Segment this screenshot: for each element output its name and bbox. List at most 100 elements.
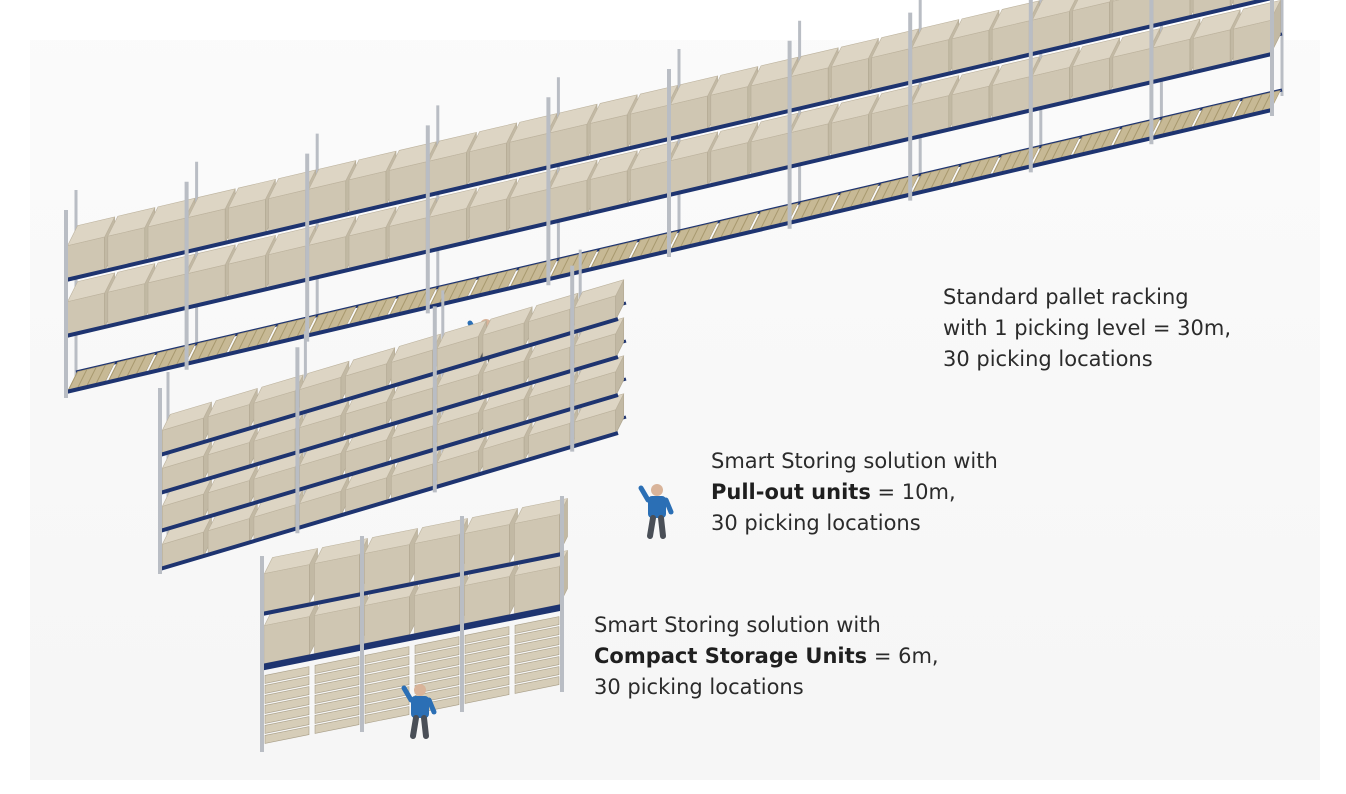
carton-top	[509, 113, 558, 143]
caption-line: 30 picking locations	[594, 675, 804, 699]
carton-top	[509, 169, 558, 199]
standard-pallet-racking	[64, 0, 1284, 398]
carton-top	[227, 234, 276, 265]
pallet-slat	[67, 371, 79, 392]
pallet-slat	[871, 183, 883, 204]
rack-beam	[159, 431, 619, 571]
pallet-slat	[568, 254, 579, 275]
storage-drawer	[464, 626, 510, 644]
storage-drawer	[264, 686, 310, 704]
carton-top	[413, 518, 469, 544]
storage-drawer	[414, 636, 460, 654]
carton-top	[670, 75, 719, 106]
carton-top	[469, 122, 518, 153]
pallet-slat	[1001, 153, 1012, 174]
pallet-slat	[1121, 124, 1133, 146]
pallet-slat	[617, 242, 629, 264]
pallet-slat	[991, 155, 1003, 176]
pallet-slat	[388, 296, 400, 317]
carton-top	[263, 548, 319, 574]
pallet-slat	[1010, 150, 1022, 172]
pallet-slat	[1171, 113, 1182, 134]
compact-storage-caption: Smart Storing solution with Compact Stor…	[594, 610, 939, 703]
pallet-slat	[416, 289, 428, 311]
carton-top	[1112, 28, 1161, 58]
pallet-slat	[227, 333, 239, 355]
pallet-slat	[1232, 98, 1244, 120]
carton-top	[436, 319, 487, 350]
pallet-slat	[710, 221, 722, 242]
caption-line: with 1 picking level = 30m,	[943, 316, 1232, 340]
carton-top	[147, 197, 196, 228]
pallet-slat	[187, 343, 199, 364]
carton-top	[187, 188, 236, 218]
pallet-slat	[608, 244, 620, 266]
storage-drawer	[264, 726, 310, 744]
storage-drawer	[364, 686, 410, 704]
pull-out-units-caption: Smart Storing solution with Pull-out uni…	[711, 446, 998, 539]
pallet-slat	[1251, 94, 1263, 115]
carton-top	[589, 150, 638, 180]
pallet-slat	[456, 280, 468, 301]
storage-drawer	[264, 706, 310, 724]
pallet-slat	[326, 310, 338, 332]
worker-figure	[638, 484, 674, 539]
carton-top	[67, 272, 116, 303]
pallet-slat	[1130, 122, 1142, 144]
pallet-slat	[317, 312, 329, 334]
pallet-slat	[496, 270, 508, 292]
carton-top	[528, 292, 579, 323]
pull-out-units-rack	[158, 249, 627, 574]
carton-top	[363, 528, 419, 554]
pallet-slat	[1041, 143, 1053, 165]
carton-top	[161, 401, 213, 431]
carton-top	[513, 498, 569, 524]
pallet-slat	[738, 214, 749, 235]
pallet-slat	[818, 195, 830, 217]
carton-top	[790, 47, 839, 77]
storage-drawer	[514, 676, 560, 694]
pallet-slat	[697, 223, 709, 245]
carton-top	[207, 387, 258, 418]
carton-top	[1152, 18, 1201, 49]
pallet-slat	[1192, 108, 1204, 129]
carton-top	[1232, 0, 1281, 30]
pallet-slat	[639, 237, 651, 259]
pallet-slat	[809, 197, 821, 219]
pallet-slat	[1260, 92, 1272, 113]
carton-top	[710, 122, 759, 152]
carton-top	[390, 333, 442, 363]
worker-arm	[638, 485, 651, 503]
carton-top	[308, 216, 357, 246]
pallet-slat	[778, 205, 790, 226]
pallet-slat	[920, 171, 932, 193]
pallet-slat	[537, 261, 548, 282]
storage-drawer	[314, 696, 360, 714]
carton-top	[573, 355, 625, 385]
storage-drawer	[364, 666, 410, 684]
pallet-slat	[135, 355, 146, 376]
caption-line: Compact Storage Units = 6m,	[594, 641, 939, 672]
carton-side	[1229, 0, 1235, 8]
storage-drawer	[414, 666, 460, 684]
pallet-slat	[175, 346, 187, 367]
pallet-slat	[268, 324, 280, 345]
carton-top	[482, 306, 533, 336]
pallet-slat	[518, 265, 530, 287]
carton-top	[1031, 46, 1080, 77]
pallet-slat	[125, 357, 137, 379]
pallet-slat	[979, 158, 991, 179]
storage-drawer	[364, 646, 410, 664]
storage-drawer	[264, 666, 310, 684]
pallet-slat	[367, 301, 378, 322]
pallet-slat	[898, 176, 910, 198]
carton-top	[1031, 0, 1076, 21]
pallet-slat	[94, 364, 106, 386]
carton-top	[750, 56, 799, 87]
carton-top	[313, 538, 369, 564]
worker-leg	[410, 715, 419, 739]
carton-top	[187, 244, 236, 274]
carton-top	[268, 169, 317, 200]
rack-beam	[261, 604, 563, 668]
